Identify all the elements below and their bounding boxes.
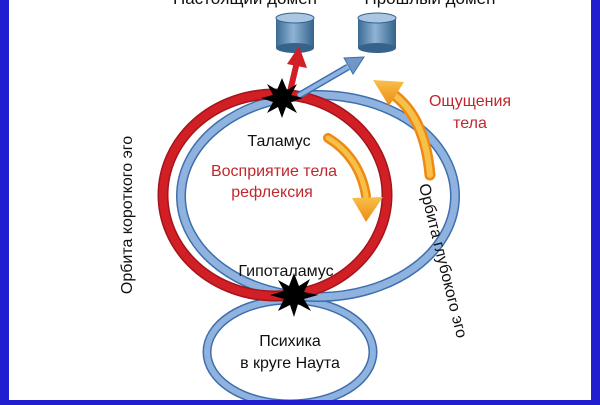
perception-arrow — [323, 133, 383, 222]
sensations-label-line2: тела — [453, 115, 487, 132]
past-domain-database-icon — [357, 12, 397, 53]
hypothalamus-label: Гипоталамус — [238, 263, 333, 280]
perception-label-line2: рефлексия — [231, 184, 313, 201]
short-ego-orbit-label: Орбита короткого эго — [119, 136, 136, 294]
hypothalamus-starburst-icon — [270, 273, 318, 317]
psyche-label-line2: в круге Наута — [240, 355, 340, 372]
thalamus-starburst-icon — [261, 78, 303, 118]
present-domain-database-icon — [275, 12, 315, 53]
sensations-label-line1: Ощущения — [429, 93, 511, 110]
psyche-label-line1: Психика — [259, 333, 321, 350]
past-domain-label: Прошлый домен — [364, 0, 495, 8]
thalamus-label: Таламус — [247, 133, 310, 150]
blue-arrow-to-past-domain — [296, 56, 365, 100]
diagram-panel: Настоящий домен Прошлый домен Таламус — [9, 0, 591, 405]
present-domain-label: Настоящий домен — [173, 0, 317, 8]
perception-label-line1: Восприятие тела — [211, 163, 337, 180]
sensations-arrow — [373, 80, 436, 181]
diagram: Настоящий домен Прошлый домен Таламус — [119, 0, 511, 405]
